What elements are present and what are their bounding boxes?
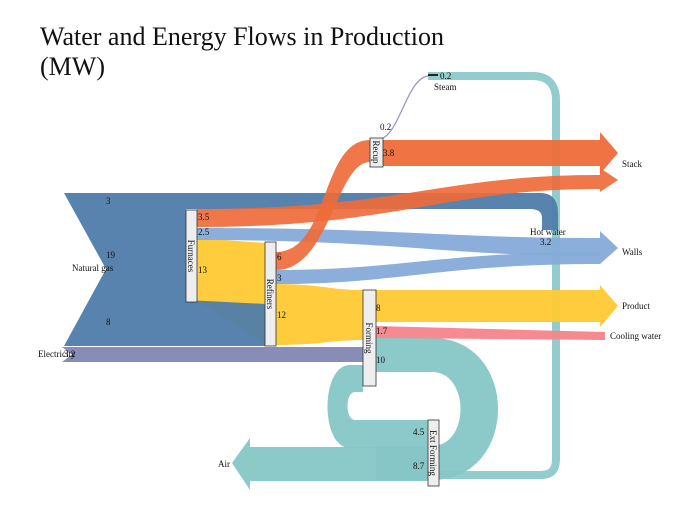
flow-forming-product bbox=[376, 285, 618, 327]
value-recup-in: 0.2 bbox=[380, 122, 391, 132]
label-air: Air bbox=[218, 459, 230, 469]
flow-furnaces-stack bbox=[197, 168, 618, 227]
value-gas-furnaces: 19 bbox=[106, 250, 116, 260]
node-refiners-label: Refiners bbox=[265, 279, 275, 310]
flow-refiners-walls bbox=[276, 252, 600, 284]
value-hot-water: 3.2 bbox=[540, 237, 551, 247]
value-refiners-recup: 6 bbox=[277, 252, 282, 262]
value-gas-hotwater: 3 bbox=[106, 196, 111, 206]
node-refiners[interactable] bbox=[264, 241, 277, 347]
title-line-1: Water and Energy Flows in Production bbox=[40, 22, 444, 51]
node-forming[interactable] bbox=[362, 289, 377, 387]
value-refiners-forming: 12 bbox=[277, 310, 286, 320]
flow-forming-cooling bbox=[376, 326, 605, 340]
flow-electricity-forming bbox=[62, 347, 363, 362]
diagram-title: Water and Energy Flows in Production (MW… bbox=[40, 22, 444, 82]
node-ext-forming[interactable] bbox=[427, 419, 440, 487]
flow-water-loop-inner bbox=[327, 365, 428, 448]
value-steam: 0.2 bbox=[440, 71, 451, 81]
value-forming-cooling: 1.7 bbox=[376, 326, 388, 336]
flow-gas-hotwater bbox=[186, 193, 558, 230]
node-ext-forming-label: Ext Forming bbox=[428, 430, 438, 476]
value-recup-out: 3.8 bbox=[383, 148, 395, 158]
flow-forming-water-loop bbox=[376, 338, 498, 480]
value-gas-refiners: 8 bbox=[106, 317, 111, 327]
node-furnaces[interactable] bbox=[185, 209, 198, 303]
value-refiners-walls: 3 bbox=[277, 273, 282, 283]
value-ext-in: 4.5 bbox=[413, 427, 425, 437]
flow-recup-stack bbox=[383, 132, 618, 174]
value-ext-out: 8.7 bbox=[413, 461, 425, 471]
value-furnaces-stack: 3.5 bbox=[198, 212, 210, 222]
value-forming-water: 10 bbox=[376, 355, 386, 365]
label-cooling-water: Cooling water bbox=[610, 331, 661, 341]
node-recup-label: Recup bbox=[371, 141, 381, 164]
node-forming-label: Forming bbox=[364, 322, 374, 354]
node-furnaces-label: Furnaces bbox=[186, 240, 196, 273]
label-steam: Steam bbox=[434, 82, 457, 92]
label-electricity: Electricity bbox=[38, 349, 76, 359]
natural-gas-source bbox=[64, 193, 186, 346]
flow-hot-water-pipe bbox=[428, 72, 560, 479]
label-natural-gas: Natural gas bbox=[72, 263, 114, 273]
flow-refiners-forming bbox=[276, 284, 363, 345]
title-line-2: (MW) bbox=[40, 52, 105, 81]
label-walls: Walls bbox=[622, 247, 643, 257]
flow-steam-recup bbox=[382, 75, 429, 139]
value-electricity: 3.2 bbox=[64, 349, 75, 359]
flow-gas-refiners bbox=[186, 300, 266, 346]
flow-ext-forming-air bbox=[232, 438, 428, 490]
value-furnaces-walls: 2.5 bbox=[198, 227, 210, 237]
flow-furnaces-walls bbox=[197, 228, 618, 264]
label-hot-water: Hot water bbox=[530, 227, 566, 237]
value-forming-product: 8 bbox=[376, 303, 381, 313]
label-product: Product bbox=[622, 301, 650, 311]
label-stack: Stack bbox=[622, 159, 642, 169]
node-recup[interactable] bbox=[369, 137, 384, 168]
value-furnaces-refiners: 13 bbox=[198, 265, 208, 275]
